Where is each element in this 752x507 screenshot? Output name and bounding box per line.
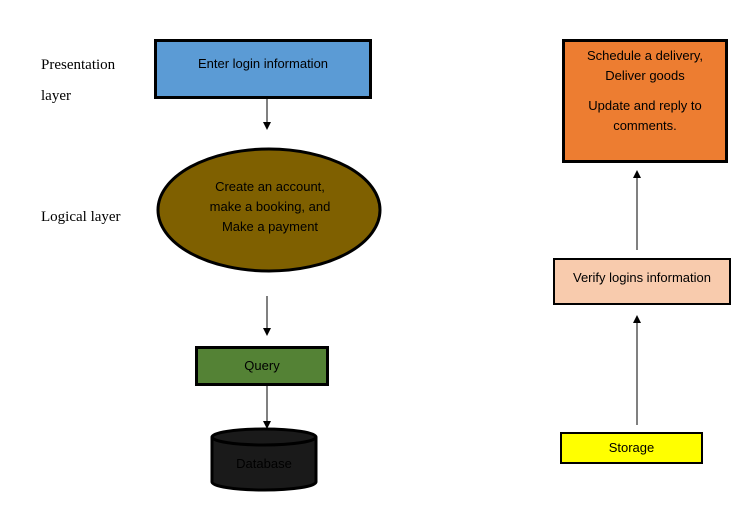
deliver-box: Schedule a delivery, Deliver goods Updat… bbox=[562, 39, 728, 163]
presentation-layer-label: Presentation bbox=[41, 57, 116, 73]
logical-layer-label: Logical layer bbox=[41, 209, 121, 225]
database-label: Database bbox=[236, 456, 292, 471]
logic-line: make a booking, and bbox=[209, 199, 331, 214]
logic-line: Make a payment bbox=[221, 219, 319, 234]
storage-box: Storage bbox=[560, 432, 703, 464]
logic-text: Create an account, make a booking, and M… bbox=[180, 177, 360, 237]
update-line: Update and reply to bbox=[588, 98, 702, 113]
login-box: Enter login information bbox=[154, 39, 372, 99]
deliver-line: Schedule a delivery, bbox=[586, 48, 704, 63]
verify-box: Verify logins information bbox=[553, 258, 731, 305]
logic-ellipse bbox=[156, 147, 382, 273]
deliver-line: Deliver goods bbox=[605, 68, 685, 83]
query-box: Query bbox=[195, 346, 329, 386]
presentation-layer-label-2: layer bbox=[41, 88, 71, 104]
logic-line: Create an account, bbox=[215, 179, 325, 194]
update-line: comments. bbox=[613, 118, 677, 133]
database-cylinder bbox=[210, 427, 318, 492]
